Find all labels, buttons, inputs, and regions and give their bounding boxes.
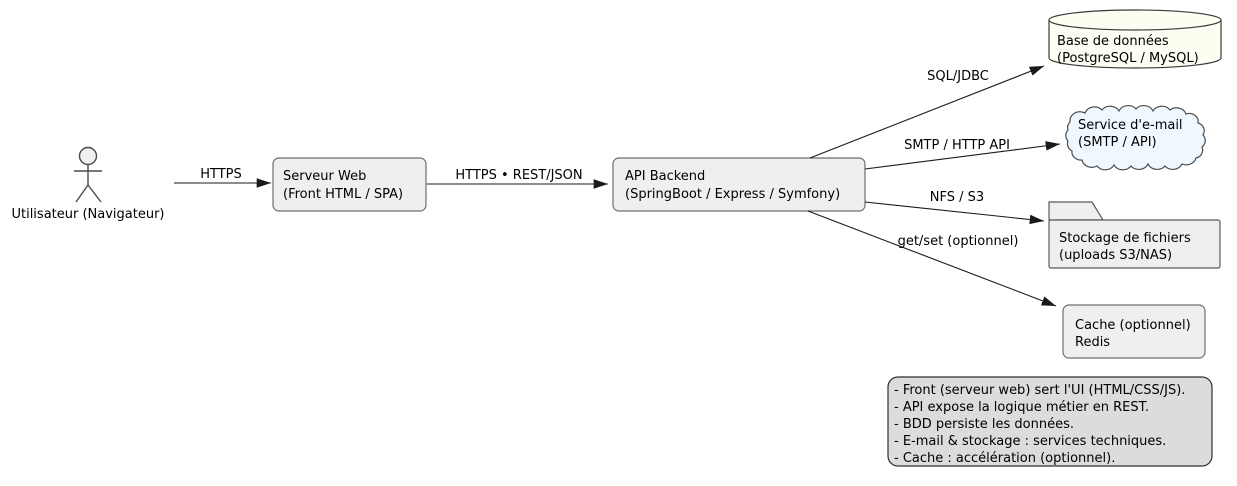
edge-api-cache-line xyxy=(807,210,1057,307)
api-subtitle: (SpringBoot / Express / Symfony) xyxy=(625,187,840,202)
actor-head xyxy=(78,146,98,166)
storage-subtitle: (uploads S3/NAS) xyxy=(1059,248,1172,263)
folder-body xyxy=(1048,219,1221,269)
folder-tab xyxy=(1048,201,1105,221)
edge-web-api: HTTPS • REST/JSON xyxy=(427,168,608,189)
database-title: Base de données xyxy=(1057,34,1169,49)
edge-web-api-label: HTTPS • REST/JSON xyxy=(455,168,582,183)
api-title: API Backend xyxy=(625,169,705,184)
note-line-4: - E-mail & stockage : services technique… xyxy=(894,434,1166,449)
database-subtitle: (PostgreSQL / MySQL) xyxy=(1057,51,1199,66)
cache-subtitle: Redis xyxy=(1075,335,1110,350)
edge-api-db: SQL/JDBC xyxy=(809,65,1045,159)
node-api-backend: API Backend (SpringBoot / Express / Symf… xyxy=(612,157,866,212)
edge-api-email: SMTP / HTTP API xyxy=(864,138,1061,170)
note-line-1: - Front (serveur web) sert l'UI (HTML/CS… xyxy=(894,383,1185,398)
note-line-5: - Cache : accélération (optionnel). xyxy=(894,451,1115,466)
legend-note: - Front (serveur web) sert l'UI (HTML/CS… xyxy=(887,376,1213,467)
node-webserver: Serveur Web (Front HTML / SPA) xyxy=(272,157,427,212)
cache-box xyxy=(1062,304,1206,359)
api-box xyxy=(612,157,866,212)
email-title: Service d'e-mail xyxy=(1078,118,1183,133)
webserver-subtitle: (Front HTML / SPA) xyxy=(283,187,403,202)
node-email-service: Service d'e-mail (SMTP / API) xyxy=(1065,105,1206,171)
node-file-storage: Stockage de fichiers (uploads S3/NAS) xyxy=(1048,201,1221,269)
actor-label: Utilisateur (Navigateur) xyxy=(11,207,164,222)
email-cloud xyxy=(1065,105,1206,171)
edge-api-cache-label: get/set (optionnel) xyxy=(898,234,1019,249)
webserver-box xyxy=(272,157,427,212)
actor-leg-right xyxy=(87,184,102,203)
edge-api-cache: get/set (optionnel) xyxy=(807,210,1057,307)
edge-user-web: HTTPS xyxy=(174,167,271,188)
actor-user: Utilisateur (Navigateur) xyxy=(11,146,165,222)
cache-title: Cache (optionnel) xyxy=(1075,318,1191,333)
edge-api-storage-label: NFS / S3 xyxy=(930,190,984,205)
note-line-3: - BDD persiste les données. xyxy=(894,417,1074,432)
storage-title: Stockage de fichiers xyxy=(1059,231,1191,246)
edge-api-db-line xyxy=(809,65,1045,159)
note-box xyxy=(887,376,1213,467)
edge-api-storage-line xyxy=(864,201,1045,225)
node-database: Base de données (PostgreSQL / MySQL) xyxy=(1048,9,1222,69)
edge-api-storage: NFS / S3 xyxy=(864,190,1045,225)
email-subtitle: (SMTP / API) xyxy=(1078,135,1157,150)
actor-leg-left xyxy=(75,184,89,203)
note-line-2: - API expose la logique métier en REST. xyxy=(894,400,1149,415)
webserver-title: Serveur Web xyxy=(283,169,366,184)
edge-api-db-label: SQL/JDBC xyxy=(927,69,989,84)
edge-api-email-line xyxy=(864,141,1061,170)
edge-api-email-label: SMTP / HTTP API xyxy=(904,138,1010,153)
edge-user-web-label: HTTPS xyxy=(200,167,242,182)
database-cylinder-lid xyxy=(1048,19,1222,31)
node-cache: Cache (optionnel) Redis xyxy=(1062,304,1206,359)
